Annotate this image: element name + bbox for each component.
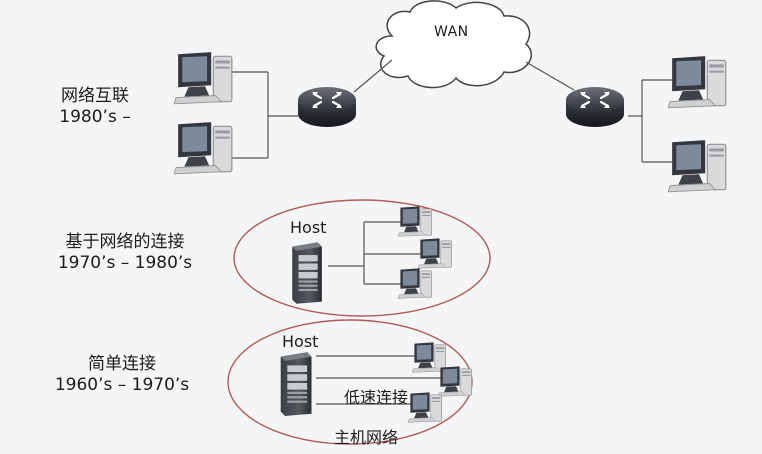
era-internetworking: 网络互联 1980’s – xyxy=(40,86,150,128)
wan-links xyxy=(232,59,672,163)
pc-icon xyxy=(398,206,432,237)
host-server-icon xyxy=(292,242,322,304)
router-left-icon xyxy=(296,85,358,129)
era-years: 1980’s – xyxy=(59,107,131,127)
wan-label: WAN xyxy=(434,24,469,40)
pc-icon xyxy=(418,238,452,269)
host-network-label: 主机网络 xyxy=(334,428,399,447)
era-name: 网络互联 xyxy=(61,86,129,106)
wan-cloud xyxy=(375,0,532,89)
host-server-icon xyxy=(280,352,312,416)
host-label: Host xyxy=(290,218,327,237)
low-speed-connection-label: 低速连接 xyxy=(344,388,409,407)
pc-icon xyxy=(174,52,233,105)
pc-icon xyxy=(668,56,727,109)
network-based-ellipse xyxy=(233,199,491,317)
low-speed-links xyxy=(316,355,446,405)
pc-icon xyxy=(174,122,233,175)
pc-icon xyxy=(408,392,442,423)
era-network-based: 基于网络的连接 1970’s – 1980’s xyxy=(40,232,210,274)
pc-icon xyxy=(398,268,432,299)
pc-icon xyxy=(668,140,727,193)
pc-icon xyxy=(438,366,472,397)
simple-connection-ellipse xyxy=(227,319,473,445)
host-label: Host xyxy=(282,332,319,351)
era-years: 1970’s – 1980’s xyxy=(57,253,193,273)
era-name: 简单连接 xyxy=(88,354,156,374)
era-years: 1960’s – 1970’s xyxy=(54,375,190,395)
router-right-icon xyxy=(564,85,626,129)
host-links-middle xyxy=(328,221,424,285)
era-simple-connection: 简单连接 1960’s – 1970’s xyxy=(40,354,204,396)
era-name: 基于网络的连接 xyxy=(65,232,185,252)
